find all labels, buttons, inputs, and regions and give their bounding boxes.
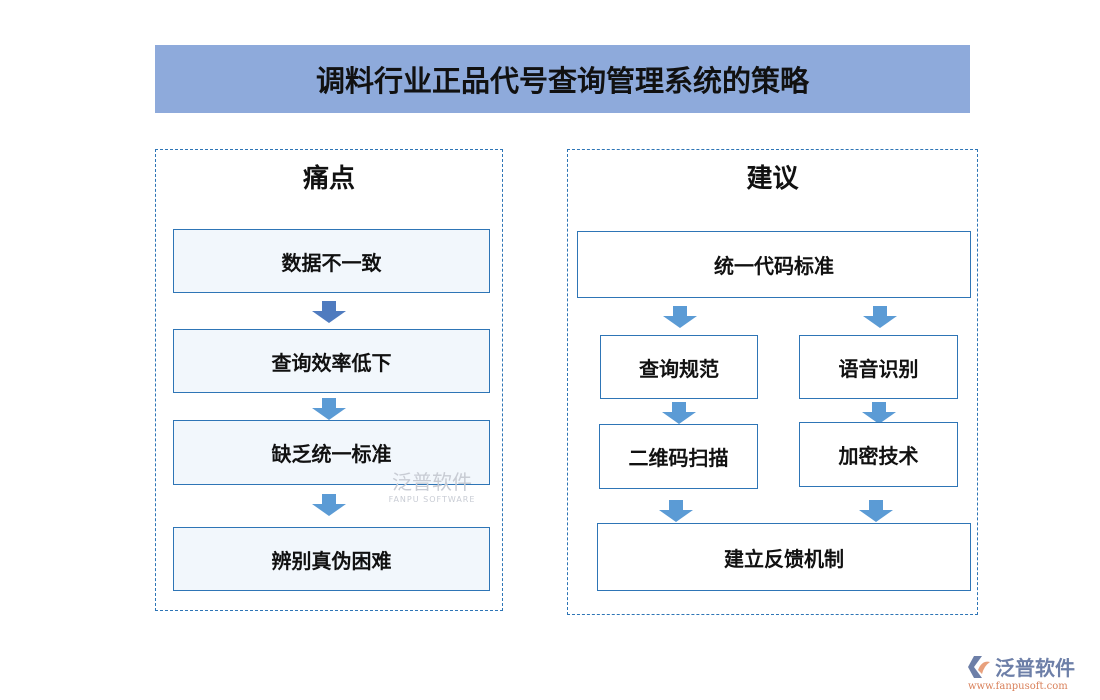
arrow-down-icon bbox=[312, 301, 346, 323]
watermark-name: 泛普软件 bbox=[392, 470, 472, 494]
suggestion-box: 统一代码标准 bbox=[577, 231, 971, 298]
suggestion-box: 查询规范 bbox=[600, 335, 758, 399]
suggestion-box: 语音识别 bbox=[799, 335, 958, 399]
logo-url: www.fanpusoft.com bbox=[968, 681, 1068, 692]
pain-points-heading: 痛点 bbox=[302, 164, 355, 194]
arrow-down-icon bbox=[862, 402, 896, 424]
arrow-down-icon bbox=[859, 500, 893, 522]
arrow-down-icon bbox=[312, 494, 346, 516]
suggestions-heading: 建议 bbox=[746, 164, 799, 194]
pain-points-panel bbox=[155, 149, 503, 611]
arrow-down-icon bbox=[663, 306, 697, 328]
suggestion-box: 建立反馈机制 bbox=[597, 523, 971, 591]
logo-name: 泛普软件 bbox=[995, 656, 1075, 680]
pain-point-box: 查询效率低下 bbox=[173, 329, 490, 393]
pain-point-box: 辨别真伪困难 bbox=[173, 527, 490, 591]
arrow-down-icon bbox=[662, 402, 696, 424]
suggestion-box: 二维码扫描 bbox=[599, 424, 758, 489]
suggestion-box: 加密技术 bbox=[799, 422, 958, 487]
brand-logo: 泛普软件 www.fanpusoft.com bbox=[968, 652, 1096, 692]
pain-point-box: 缺乏统一标准 bbox=[173, 420, 490, 485]
suggestions-panel bbox=[567, 149, 978, 615]
watermark: 泛普软件 FANPU SOFTWARE bbox=[372, 466, 492, 504]
fanpu-logo-icon bbox=[968, 655, 990, 678]
arrow-down-icon bbox=[863, 306, 897, 328]
page-title: 调料行业正品代号查询管理系统的策略 bbox=[155, 45, 970, 113]
pain-point-box: 数据不一致 bbox=[173, 229, 490, 293]
arrow-down-icon bbox=[312, 398, 346, 420]
arrow-down-icon bbox=[659, 500, 693, 522]
watermark-sub: FANPU SOFTWARE bbox=[388, 495, 476, 504]
